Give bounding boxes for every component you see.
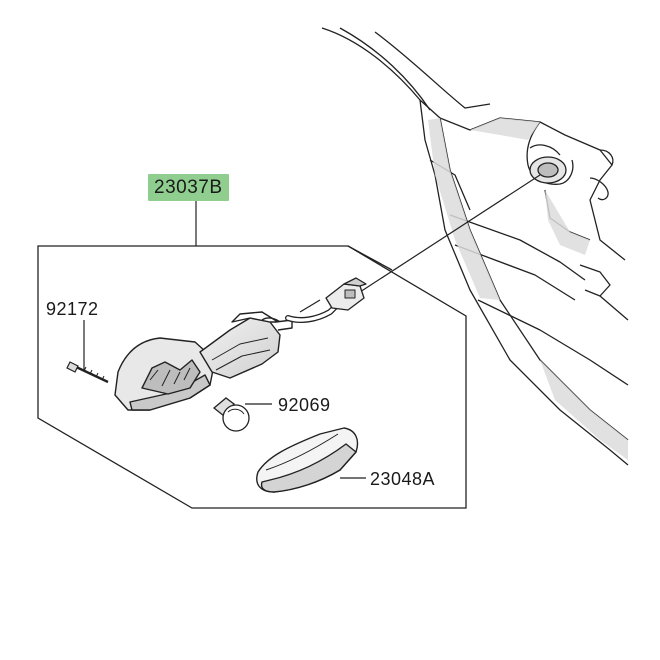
part-number-23037B: 23037B	[148, 174, 229, 201]
part-number-92069: 92069	[278, 395, 331, 415]
bulb-part	[212, 397, 250, 432]
screw-part	[66, 361, 109, 384]
lens-part	[256, 427, 359, 493]
turn-signal-housing	[114, 311, 293, 411]
part-number-92172: 92172	[46, 299, 99, 319]
fender-shading	[428, 118, 628, 460]
mount-socket	[529, 156, 567, 184]
leader-lines	[83, 174, 541, 479]
wire-connector	[285, 277, 367, 323]
assembly-frame	[37, 245, 467, 509]
part-number-23048A: 23048A	[370, 469, 436, 489]
